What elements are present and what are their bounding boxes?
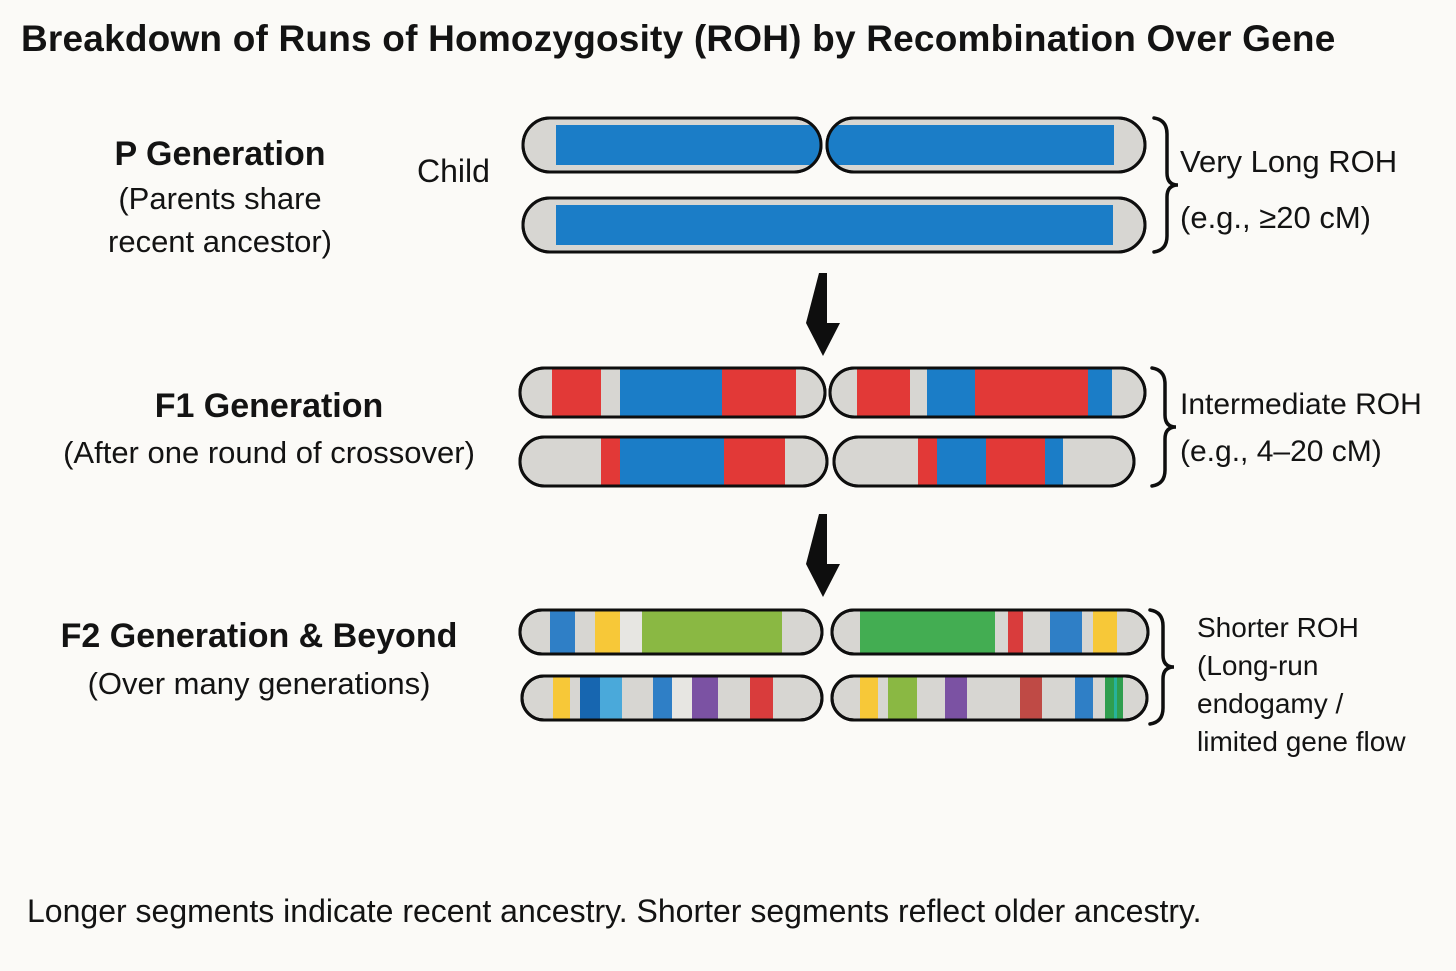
p-generation-heading: P Generation	[114, 135, 326, 173]
chromosome-segment	[1088, 369, 1112, 416]
chromosome-segment	[672, 677, 692, 719]
bottom-caption: Longer segments indicate recent ancestry…	[27, 893, 1202, 929]
chromosome-segment	[986, 438, 1045, 485]
chromosome-segment	[1050, 611, 1082, 653]
chromosome-segment	[860, 677, 878, 719]
chromosome-segment	[927, 369, 975, 416]
chromosome	[521, 196, 1147, 254]
chromosome-segment	[642, 611, 782, 653]
roh-line: Shorter ROH	[1197, 612, 1359, 643]
p-generation-subline-1: (Parents share	[118, 181, 322, 216]
f1-generation-label: F1 Generation (After one round of crosso…	[30, 381, 508, 474]
chromosome-segment	[828, 125, 1114, 165]
chromosome-segment	[857, 369, 910, 416]
intermediate-roh-label: Intermediate ROH (e.g., 4–20 cM)	[1180, 381, 1422, 475]
chromosome-segment	[937, 438, 986, 485]
chromosome-arm	[830, 608, 1150, 656]
child-label: Child	[417, 153, 490, 189]
roh-line: Very Long ROH	[1180, 144, 1398, 179]
chromosome-segment	[580, 677, 600, 719]
chromosome-segment	[1075, 677, 1093, 719]
f2-generation-heading: F2 Generation & Beyond	[60, 617, 458, 655]
chromosome-arm	[825, 116, 1147, 174]
chromosome-segment	[653, 677, 672, 719]
chromosome-segment	[552, 369, 601, 416]
chromosome-segment	[692, 677, 718, 719]
very-long-roh-label: Very Long ROH (e.g., ≥20 cM)	[1180, 134, 1397, 246]
roh-line: limited gene flow	[1197, 726, 1406, 757]
chromosome-segment	[1117, 677, 1123, 719]
chromosome-segment	[601, 438, 620, 485]
chromosome-segment	[556, 125, 820, 165]
roh-line: endogamy /	[1197, 688, 1344, 719]
chromosome-segment	[595, 611, 620, 653]
chromosome-segment	[724, 438, 785, 485]
chromosome-segment	[750, 677, 773, 719]
p-generation-subline-2: recent ancestor)	[108, 224, 332, 259]
chromosome-segment	[1105, 677, 1114, 719]
roh-line: (Long-run	[1197, 650, 1319, 681]
brace-icon	[1152, 116, 1179, 254]
chromosome	[518, 435, 1136, 488]
chromosome-segment	[860, 611, 995, 653]
chromosome-arm	[520, 674, 824, 722]
chromosome-arm	[518, 366, 827, 419]
f1-generation-heading: F1 Generation	[154, 387, 384, 425]
shorter-roh-label: Shorter ROH (Long-run endogamy / limited…	[1197, 609, 1406, 761]
chromosome-segment	[1020, 677, 1042, 719]
chromosome-segment	[620, 369, 722, 416]
f1-generation-subline: (After one round of crossover)	[63, 435, 475, 470]
arrow-down-icon	[806, 273, 840, 356]
chromosome-segment	[600, 677, 622, 719]
chromosome-arm	[521, 196, 1147, 254]
f2-generation-label: F2 Generation & Beyond (Over many genera…	[28, 610, 490, 705]
roh-line: (e.g., 4–20 cM)	[1180, 435, 1382, 468]
chromosome-segment	[1045, 438, 1063, 485]
chromosome-segment	[553, 677, 570, 719]
chromosome-segment	[918, 438, 937, 485]
chromosome	[521, 116, 1147, 174]
chromosome-segment	[620, 438, 724, 485]
brace-icon	[1150, 366, 1177, 488]
p-generation-label: P Generation (Parents share recent ances…	[55, 131, 385, 263]
chromosome-segment	[1008, 611, 1023, 653]
brace-icon	[1148, 608, 1175, 726]
diagram-title: Breakdown of Runs of Homozygosity (ROH) …	[21, 18, 1336, 59]
chromosome-segment	[722, 369, 796, 416]
arrow-down-icon	[806, 514, 840, 597]
f2-generation-subline: (Over many generations)	[87, 666, 431, 701]
chromosome-arm	[832, 435, 1136, 488]
chromosome	[518, 608, 1150, 656]
chromosome-arm	[518, 435, 829, 488]
chromosome-segment	[888, 677, 917, 719]
chromosome-segment	[620, 611, 642, 653]
roh-line: (e.g., ≥20 cM)	[1180, 200, 1372, 235]
chromosome-segment	[1093, 611, 1117, 653]
chromosome-arm	[830, 674, 1149, 722]
chromosome-segment	[550, 611, 575, 653]
chromosome	[520, 674, 1149, 722]
chromosome	[518, 366, 1147, 419]
chromosome-arm	[828, 366, 1147, 419]
roh-line: Intermediate ROH	[1180, 388, 1422, 421]
chromosome-arm	[521, 116, 823, 174]
chromosome-segment	[945, 677, 967, 719]
chromosome-segment	[556, 205, 1113, 245]
chromosome-segment	[975, 369, 1088, 416]
chromosome-segment	[1114, 677, 1117, 719]
chromosome-arm	[518, 608, 824, 656]
